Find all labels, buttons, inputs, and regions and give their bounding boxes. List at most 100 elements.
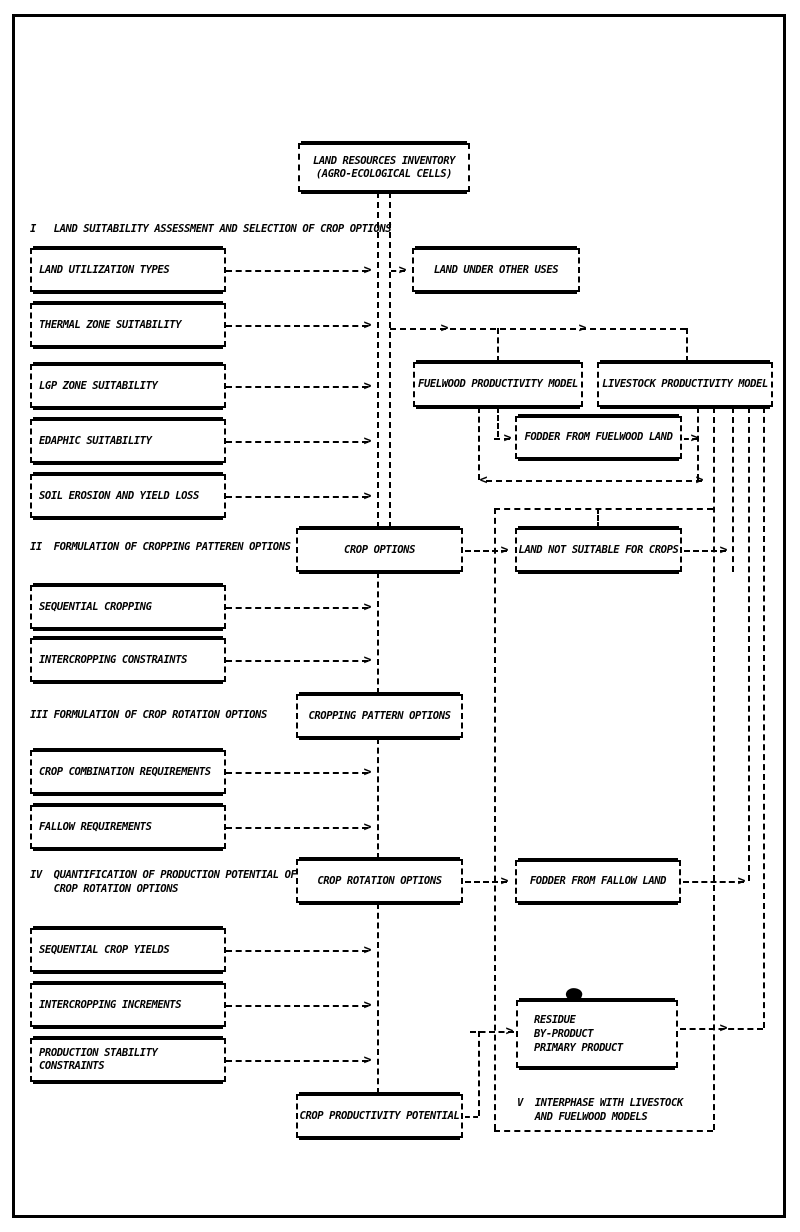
- connector: [226, 660, 368, 662]
- flow-box-fuelwood-productivity-model: FUELWOOD PRODUCTIVITY MODEL: [413, 362, 583, 407]
- connector: [377, 903, 379, 1094]
- box-label: SEQUENTIAL CROPPING: [39, 600, 152, 613]
- arrowhead-right-icon: [501, 544, 509, 557]
- box-label: LAND NOT SUITABLE FOR CROPS: [518, 543, 679, 556]
- connector: [494, 508, 496, 1130]
- arrowhead-right-icon: [364, 264, 372, 277]
- flow-box-production-stability-constraints: PRODUCTION STABILITY CONSTRAINTS: [30, 1038, 226, 1082]
- flow-box-land-utilization-types: LAND UTILIZATION TYPES: [30, 248, 226, 292]
- arrowhead-right-icon: [364, 435, 372, 448]
- arrowhead-right-icon: [364, 601, 372, 614]
- box-label: LAND UNDER OTHER USES: [433, 263, 559, 276]
- box-label: FALLOW REQUIREMENTS: [39, 820, 152, 833]
- box-label: EDAPHIC SUITABILITY: [39, 434, 152, 447]
- flow-box-land-under-other-uses: LAND UNDER OTHER USES: [412, 248, 580, 292]
- box-label: SEQUENTIAL CROP YIELDS: [39, 943, 170, 956]
- arrowhead-left-icon: [480, 474, 488, 487]
- arrowhead-right-icon: [506, 1025, 514, 1038]
- arrowhead-right-icon: [364, 821, 372, 834]
- connector: [226, 441, 368, 443]
- box-label: INTERCROPPING INCREMENTS: [39, 998, 182, 1011]
- connector: [497, 407, 499, 437]
- connector: [465, 1116, 478, 1118]
- connector: [494, 508, 713, 510]
- section-header-iii: III FORMULATION OF CROP ROTATION OPTIONS: [30, 709, 267, 721]
- connector: [683, 881, 744, 883]
- flow-box-soil-erosion-yield-loss: SOIL EROSION AND YIELD LOSS: [30, 474, 226, 518]
- arrowhead-right-icon: [364, 654, 372, 667]
- connector: [486, 480, 702, 482]
- connector: [732, 407, 734, 572]
- arrowhead-right-icon: [364, 766, 372, 779]
- flow-box-sequential-cropping: SEQUENTIAL CROPPING: [30, 585, 226, 629]
- connector: [597, 508, 599, 528]
- box-label: CROP COMBINATION REQUIREMENTS: [39, 765, 211, 778]
- arrowhead-right-icon: [579, 322, 587, 335]
- box-label: PRODUCTION STABILITY CONSTRAINTS: [39, 1047, 158, 1072]
- connector: [226, 325, 368, 327]
- arrowhead-right-icon: [738, 875, 746, 888]
- arrowhead-right-icon: [364, 999, 372, 1012]
- flow-box-cropping-pattern-options: CROPPING PATTERN OPTIONS: [296, 694, 463, 738]
- arrowhead-right-icon: [364, 319, 372, 332]
- connector: [465, 881, 507, 883]
- connector: [377, 572, 379, 694]
- arrowhead-right-icon: [720, 1022, 728, 1035]
- connector: [494, 1130, 713, 1132]
- box-label: LGP ZONE SUITABILITY: [39, 379, 158, 392]
- flow-box-crop-rotation-options: CROP ROTATION OPTIONS: [296, 859, 463, 903]
- flow-box-intercropping-constraints: INTERCROPPING CONSTRAINTS: [30, 638, 226, 682]
- arrowhead-right-icon: [364, 1054, 372, 1067]
- section-header-iv: IV QUANTIFICATION OF PRODUCTION POTENTIA…: [30, 869, 297, 895]
- box-label: FODDER FROM FUELWOOD LAND: [524, 431, 673, 443]
- connector: [478, 407, 480, 480]
- flow-box-lgp-zone-suitability: LGP ZONE SUITABILITY: [30, 364, 226, 408]
- connector: [226, 1005, 368, 1007]
- arrowhead-right-icon: [691, 432, 699, 445]
- flow-box-intercropping-increments: INTERCROPPING INCREMENTS: [30, 983, 226, 1027]
- flow-box-sequential-crop-yields: SEQUENTIAL CROP YIELDS: [30, 928, 226, 972]
- connector: [497, 328, 499, 362]
- connector: [226, 386, 368, 388]
- connector: [494, 438, 510, 440]
- box-label: CROP ROTATION OPTIONS: [317, 874, 442, 887]
- flow-box-crop-combination-requirements: CROP COMBINATION REQUIREMENTS: [30, 750, 226, 794]
- arrowhead-right-icon: [720, 544, 728, 557]
- flow-box-land-not-suitable-for-crops: LAND NOT SUITABLE FOR CROPS: [515, 528, 682, 572]
- flow-box-crop-options: CROP OPTIONS: [296, 528, 463, 572]
- box-label: THERMAL ZONE SUITABILITY: [39, 318, 182, 331]
- flow-box-crop-productivity-potential: CROP PRODUCTIVITY POTENTIAL: [296, 1094, 463, 1138]
- page-border-frame: [12, 14, 786, 1218]
- box-label: FODDER FROM FALLOW LAND: [529, 875, 667, 887]
- section-header-v: V INTERPHASE WITH LIVESTOCK AND FUELWOOD…: [517, 1097, 683, 1123]
- arrowhead-right-icon: [399, 264, 407, 277]
- connector: [226, 950, 368, 952]
- box-label: FUELWOOD PRODUCTIVITY MODEL: [418, 378, 578, 390]
- connector: [713, 407, 715, 1130]
- connector: [226, 270, 368, 272]
- flow-box-thermal-zone-suitability: THERMAL ZONE SUITABILITY: [30, 303, 226, 347]
- flow-box-fodder-from-fuelwood-land: FODDER FROM FUELWOOD LAND: [515, 416, 682, 459]
- connector: [226, 496, 368, 498]
- connector: [390, 328, 686, 330]
- box-label: INTERCROPPING CONSTRAINTS: [39, 653, 188, 666]
- box-label: CROP OPTIONS: [343, 543, 416, 556]
- flow-box-fallow-requirements: FALLOW REQUIREMENTS: [30, 805, 226, 849]
- box-label: CROPPING PATTERN OPTIONS: [308, 709, 451, 722]
- connector: [226, 1060, 368, 1062]
- connector: [226, 607, 368, 609]
- arrowhead-right-icon: [364, 944, 372, 957]
- box-label: RESIDUE BY-PRODUCT PRIMARY PRODUCT: [534, 1014, 623, 1054]
- root-box-line1: LAND RESOURCES INVENTORY: [312, 154, 456, 167]
- arrowhead-right-icon: [504, 432, 512, 445]
- flow-box-land-resources-inventory: LAND RESOURCES INVENTORY (AGRO-ECOLOGICA…: [298, 143, 470, 192]
- arrowhead-right-icon: [501, 875, 509, 888]
- box-label: LAND UTILIZATION TYPES: [39, 263, 170, 276]
- connector: [478, 1031, 480, 1116]
- box-label: SOIL EROSION AND YIELD LOSS: [39, 489, 199, 502]
- connector: [465, 550, 507, 552]
- flow-box-residue-byproduct-primary-product: RESIDUE BY-PRODUCT PRIMARY PRODUCT: [516, 1000, 678, 1068]
- arrowhead-right-icon: [364, 380, 372, 393]
- flow-box-edaphic-suitability: EDAPHIC SUITABILITY: [30, 419, 226, 463]
